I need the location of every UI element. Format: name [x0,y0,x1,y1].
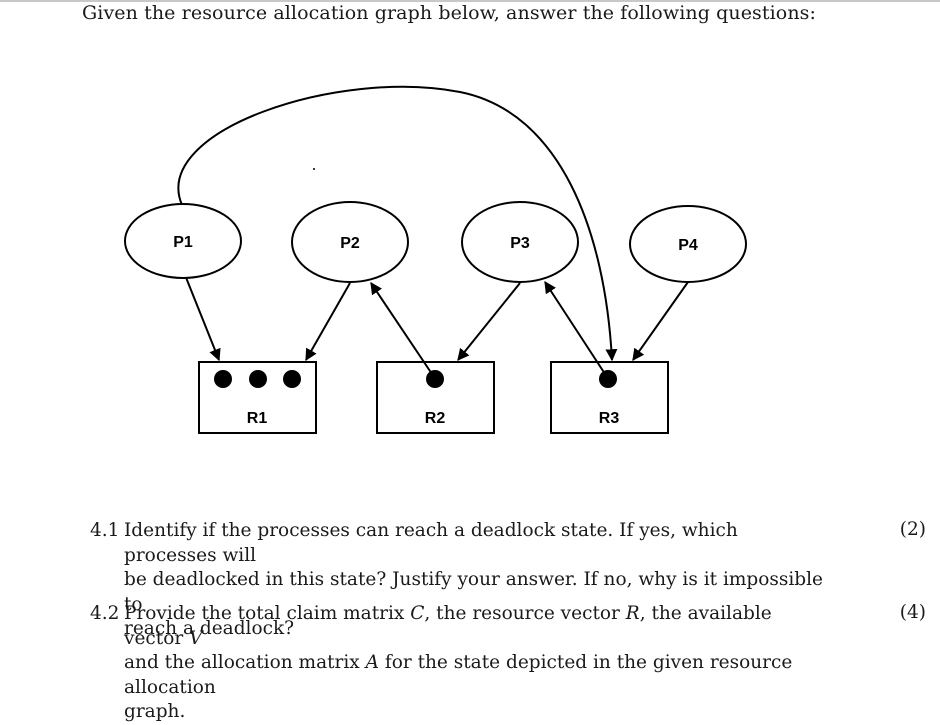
question-text: Provide the total claim matrix C, the re… [124,602,835,725]
stray-dot [313,168,315,170]
question-line: be deadlocked in this state? Justify you… [124,569,824,615]
resource-instance-dot [214,370,232,388]
marks-4-2: (4) [899,602,926,623]
resource-instance-dot [599,370,617,388]
resource-instance-dot [283,370,301,388]
process-node-p4 [629,205,747,283]
question-4-1: 4.1 Identify if the processes can reach … [90,519,835,642]
edge-p4-r3 [632,281,689,361]
math-r: R [625,603,640,624]
resource-node-r2 [376,361,495,434]
resource-node-r1 [198,361,317,434]
question-line: reach a deadlock? [124,618,295,639]
edge-p1-r1 [182,269,221,362]
question-4-2: 4.2 Provide the total claim matrix C, th… [90,602,835,725]
question-number: 4.1 [90,520,120,541]
question-number: 4.2 [90,603,120,624]
resource-instance-dot [249,370,267,388]
text-run: and the allocation matrix [124,652,366,673]
question-line: Provide the total claim matrix C, the re… [124,602,835,651]
question-line: graph. [124,701,186,722]
process-node-p3 [461,201,579,283]
top-border [0,0,940,2]
process-label-p4: P4 [678,237,698,254]
process-label-p1: P1 [173,234,193,251]
edge-p2-r1 [305,282,351,362]
math-a: A [365,652,379,673]
question-line: Identify if the processes can reach a de… [124,520,738,566]
intro-text: Given the resource allocation graph belo… [82,2,817,24]
marks-4-1: (2) [899,519,926,540]
resource-instance-dot [426,370,444,388]
edge-p3-r2 [457,282,521,361]
process-node-p1 [124,203,242,279]
text-run: Provide the total claim matrix [124,603,411,624]
resource-label-r2: R2 [425,410,446,427]
text-run: , the resource vector [424,603,626,624]
process-label-p3: P3 [510,235,530,252]
resource-node-r3 [550,361,669,434]
edge-p1-r3 [177,85,618,362]
question-line: and the allocation matrix A for the stat… [124,651,835,700]
math-c: C [410,603,425,624]
question-text: Identify if the processes can reach a de… [124,519,835,642]
resource-allocation-graph: P1 P2 P3 P4 R1 R2 R3 [124,85,747,434]
text-run: , the available vector [124,603,772,649]
math-v: V [189,627,203,649]
resource-label-r1: R1 [247,410,268,427]
process-label-p2: P2 [340,235,360,252]
resource-label-r3: R3 [599,410,620,427]
process-node-p2 [291,201,409,283]
